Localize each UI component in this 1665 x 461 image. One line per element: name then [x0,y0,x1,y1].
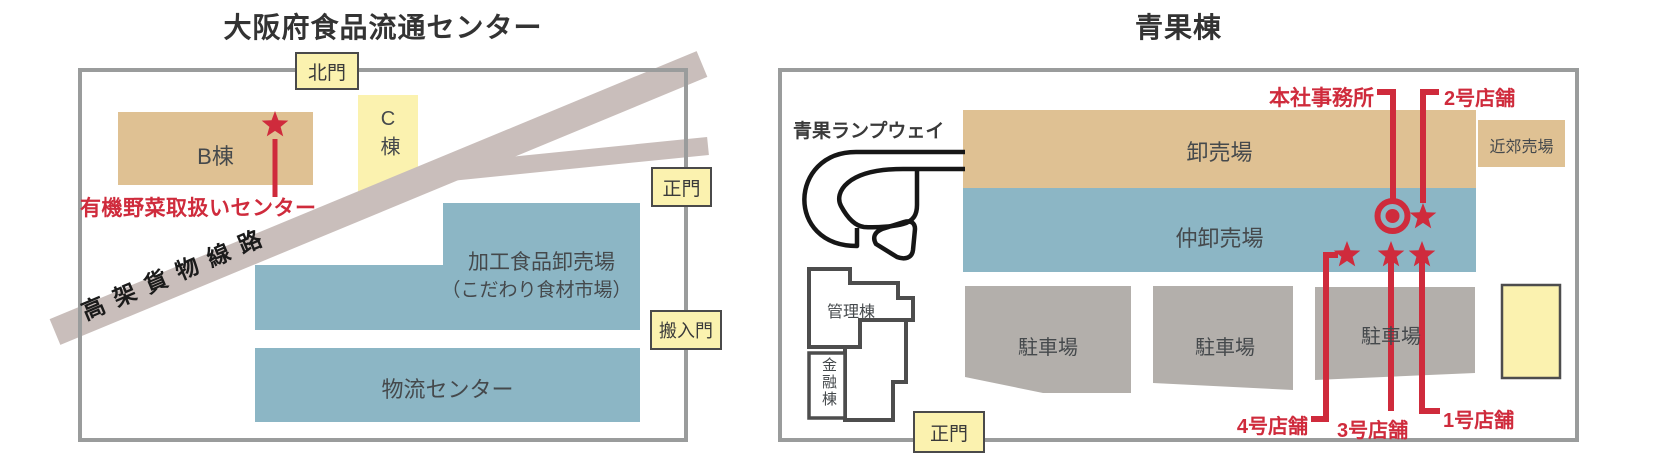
parking-label-2: 駐車場 [1195,337,1255,359]
admin-building-outline [807,267,915,349]
building-c-label: C棟 [377,108,399,162]
logistics-center-block [255,348,640,422]
gate-delivery: 搬入門 [650,310,722,350]
store1-label: 1号店舗 [1443,410,1515,432]
left-map-border [78,68,688,442]
right-map-title: 青果棟 [1134,12,1222,43]
store4-label: 4号店舗 [1236,416,1308,438]
store3-label: 3号店舗 [1337,420,1409,442]
rampway-island [872,219,918,261]
gate-north: 北門 [295,52,359,90]
building-b-label: B棟 [197,144,234,169]
head-office-target-dot [1385,209,1400,223]
finance-building-outline [807,351,847,420]
suburban-market-label: 近郊売場 [1489,139,1554,156]
parking-lot-3 [1315,287,1475,380]
admin-building-label: 管理棟 [826,304,875,321]
finance-building-label: 金融棟 [820,357,837,408]
processed-food-market-label: 加工食品卸売場 [468,251,615,274]
suburban-market-block [1478,120,1565,167]
rail-band-main [49,51,708,345]
processed-food-market-block [255,203,640,330]
organic-center-label: 有機野菜取扱いセンター [80,197,317,220]
gate-main-left: 正門 [651,167,712,207]
head-office-target-ring [1374,198,1411,234]
right-map-border [778,68,1579,442]
store1-leader-line [1419,255,1440,414]
yellow-building-block [1500,283,1562,380]
gate-main-right: 正門 [913,411,985,453]
intermediate-wholesale-label: 仲卸売場 [1175,226,1264,251]
parking-label-1: 駐車場 [1018,337,1078,359]
parking-label-3: 駐車場 [1361,326,1421,348]
rail-band-branch [449,137,709,181]
store4-leader-line [1311,252,1338,422]
rampway-label: 青果ランプウェイ [793,121,945,142]
head-office-leader-line [1377,89,1396,200]
store2-label: 2号店舗 [1444,88,1516,110]
wholesale-label: 卸売場 [1186,140,1253,165]
parking-lot-1 [965,286,1131,393]
rampway-inner-path [837,166,965,230]
logistics-center-label: 物流センター [381,377,514,402]
processed-food-market-sublabel: （こだわり食材市場） [441,280,632,301]
head-office-label: 本社事務所 [1269,87,1374,110]
store2-leader-line [1420,89,1439,203]
parking-lot-2 [1153,286,1293,390]
left-map-title: 大阪府食品流通センター [223,12,543,43]
rampway-outer-path [802,149,965,249]
